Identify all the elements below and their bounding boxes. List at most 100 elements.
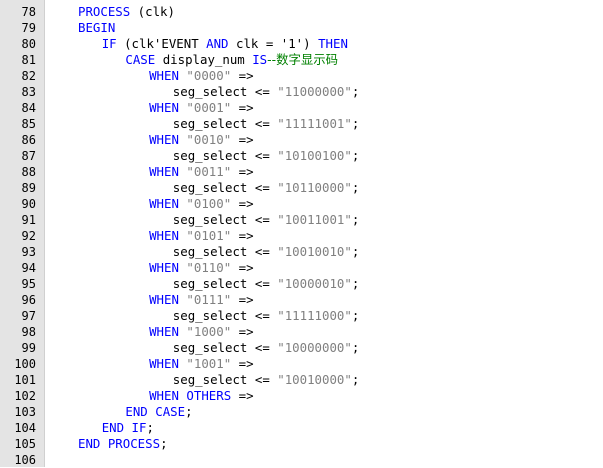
code-text[interactable]: seg_select <= "10011001"; [173, 212, 360, 228]
line-number: 85 [21, 117, 36, 131]
code-line[interactable]: 88 WHEN "0011" => [0, 164, 603, 180]
code-text[interactable]: WHEN "1001" => [149, 356, 253, 372]
code-token: seg_select <= [172, 276, 278, 291]
code-line[interactable]: 82 WHEN "0000" => [0, 68, 603, 84]
code-token: (clk'EVENT [116, 36, 207, 51]
code-line[interactable]: 79 BEGIN [0, 20, 603, 36]
code-token: ; [185, 404, 193, 419]
code-token: seg_select <= [172, 148, 278, 163]
code-text[interactable]: IF (clk'EVENT AND clk = '1') THEN [102, 36, 348, 52]
code-text[interactable]: WHEN "0001" => [149, 100, 253, 116]
code-text[interactable]: WHEN "1000" => [149, 324, 253, 340]
code-text[interactable]: END PROCESS; [78, 436, 168, 452]
code-token: => [231, 260, 254, 275]
line-number: 97 [21, 309, 36, 323]
code-text[interactable]: END CASE; [125, 404, 192, 420]
code-token: ; [351, 308, 360, 323]
code-text[interactable]: seg_select <= "10110000"; [173, 180, 360, 196]
keyword-token: WHEN [149, 260, 179, 275]
code-text[interactable]: WHEN "0011" => [149, 164, 253, 180]
code-text[interactable]: PROCESS (clk) [78, 4, 175, 20]
line-number: 95 [21, 277, 36, 291]
comment-token: --数字显示码 [267, 52, 339, 67]
code-text[interactable]: seg_select <= "10010000"; [173, 372, 360, 388]
string-literal-token: "10011001" [277, 212, 352, 227]
line-number: 99 [21, 341, 36, 355]
code-text[interactable]: WHEN "0101" => [149, 228, 253, 244]
string-literal-token: "10010010" [277, 244, 352, 259]
code-line[interactable]: 85 seg_select <= "11111001"; [0, 116, 603, 132]
code-text[interactable]: WHEN "0111" => [149, 292, 253, 308]
code-token: => [231, 388, 254, 403]
code-text[interactable]: seg_select <= "11111000"; [173, 308, 360, 324]
string-literal-token: "0111" [186, 292, 232, 307]
code-token: display_num [155, 52, 253, 67]
code-text[interactable]: seg_select <= "10010010"; [173, 244, 360, 260]
line-number: 86 [21, 133, 36, 147]
code-token: seg_select <= [172, 116, 278, 131]
keyword-token: END IF [101, 420, 147, 435]
code-text[interactable]: seg_select <= "10000010"; [173, 276, 360, 292]
code-token: => [231, 228, 254, 243]
code-text[interactable]: seg_select <= "11111001"; [173, 116, 360, 132]
string-literal-token: "10000000" [277, 340, 352, 355]
code-text[interactable]: seg_select <= "11000000"; [173, 84, 360, 100]
code-text[interactable]: seg_select <= "10100100"; [173, 148, 360, 164]
string-literal-token: "0010" [186, 132, 232, 147]
code-line[interactable]: 86 WHEN "0010" => [0, 132, 603, 148]
line-number: 82 [21, 69, 36, 83]
code-text[interactable]: seg_select <= "10000000"; [173, 340, 360, 356]
line-number: 83 [21, 85, 36, 99]
code-token: ; [351, 276, 360, 291]
string-literal-token: "0000" [186, 68, 232, 83]
keyword-token: WHEN [149, 292, 179, 307]
line-number: 105 [14, 437, 36, 451]
line-number: 79 [21, 21, 36, 35]
code-line[interactable]: 93 seg_select <= "10010010"; [0, 244, 603, 260]
code-text[interactable]: WHEN "0100" => [149, 196, 253, 212]
code-line[interactable]: 77 [0, 0, 603, 4]
code-line[interactable]: 95 seg_select <= "10000010"; [0, 276, 603, 292]
code-line[interactable]: 97 seg_select <= "11111000"; [0, 308, 603, 324]
code-text[interactable]: WHEN "0010" => [149, 132, 253, 148]
code-line[interactable]: 105 END PROCESS; [0, 436, 603, 452]
keyword-token: WHEN [149, 388, 179, 403]
line-number: 93 [21, 245, 36, 259]
code-text[interactable]: WHEN "0000" => [149, 68, 253, 84]
string-literal-token: "0011" [186, 164, 232, 179]
code-text[interactable]: BEGIN [78, 20, 115, 36]
code-text[interactable]: WHEN "0110" => [149, 260, 253, 276]
code-text[interactable]: END IF; [102, 420, 154, 436]
keyword-token: IS [252, 52, 268, 67]
code-line[interactable]: 99 seg_select <= "10000000"; [0, 340, 603, 356]
code-token: seg_select <= [172, 308, 278, 323]
code-text[interactable]: WHEN OTHERS => [149, 388, 253, 404]
keyword-token: AND [206, 36, 229, 51]
code-line[interactable]: 83 seg_select <= "11000000"; [0, 84, 603, 100]
string-literal-token: "11111000" [277, 308, 352, 323]
code-token: => [231, 356, 254, 371]
keyword-token: PROCESS [78, 4, 131, 19]
code-token: => [231, 68, 254, 83]
code-line[interactable]: 106 [0, 452, 603, 468]
code-text[interactable]: CASE display_num IS--数字显示码 [125, 52, 338, 68]
line-number: 88 [21, 165, 36, 179]
